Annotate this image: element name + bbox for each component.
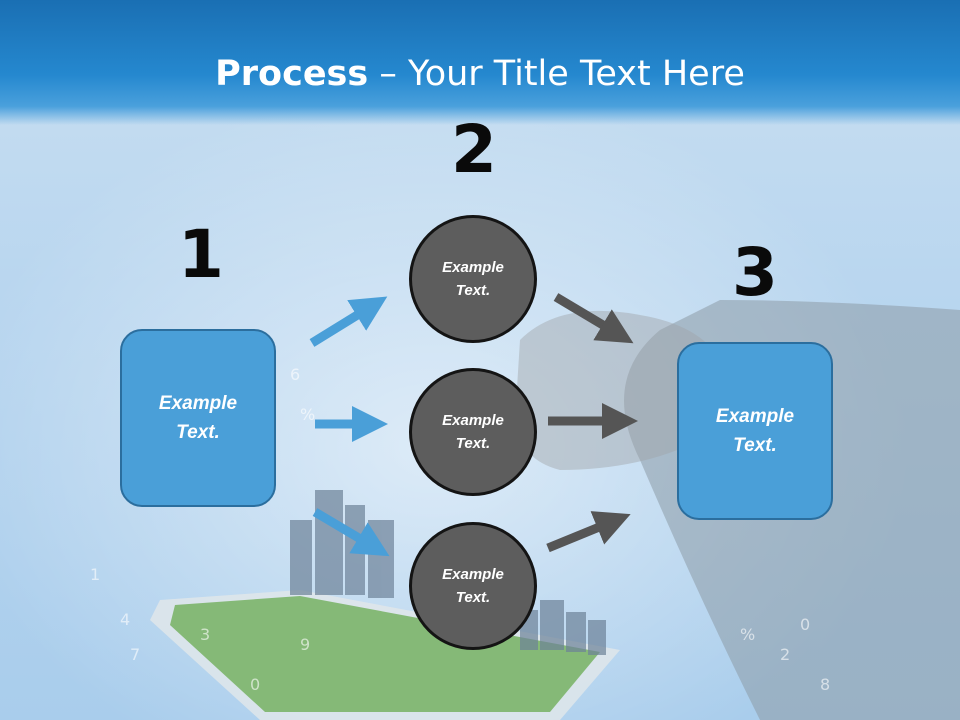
title-bold: Process — [215, 54, 369, 94]
svg-text:9: 9 — [300, 635, 310, 654]
svg-text:%: % — [740, 625, 755, 644]
svg-text:1: 1 — [90, 565, 100, 584]
svg-text:0: 0 — [250, 675, 260, 694]
slide-title: Process – Your Title Text Here — [0, 54, 960, 94]
step-3-label: Example Text. — [715, 406, 795, 456]
arrow-2-to-3-top — [553, 293, 634, 344]
arrow-1-to-2-bottom — [312, 508, 390, 557]
step-1-label: Example Text. — [158, 393, 238, 443]
step-2-label-bottom: Example Text. — [442, 566, 504, 606]
step-1-box: Example Text. — [120, 329, 276, 507]
svg-text:6: 6 — [290, 365, 300, 384]
step-2-label-middle: Example Text. — [442, 412, 504, 452]
step-2-circle-middle: Example Text. — [409, 368, 537, 496]
svg-text:4: 4 — [120, 610, 130, 629]
svg-text:2: 2 — [780, 645, 790, 664]
step-2-number: 2 — [451, 111, 497, 188]
title-bar — [0, 0, 960, 125]
svg-text:%: % — [300, 405, 315, 424]
arrow-2-to-3-bottom — [546, 511, 631, 553]
step-3-number: 3 — [732, 234, 778, 311]
svg-text:7: 7 — [130, 645, 140, 664]
step-2-label-top: Example Text. — [442, 259, 504, 299]
step-3-box: Example Text. — [677, 342, 833, 520]
arrow-1-to-2-top — [309, 296, 388, 347]
step-2-circle-top: Example Text. — [409, 215, 537, 343]
step-1-number: 1 — [178, 216, 224, 293]
svg-text:8: 8 — [820, 675, 830, 694]
svg-text:3: 3 — [200, 625, 210, 644]
step-2-circle-bottom: Example Text. — [409, 522, 537, 650]
title-rest: – Your Title Text Here — [368, 54, 745, 94]
svg-text:0: 0 — [800, 615, 810, 634]
